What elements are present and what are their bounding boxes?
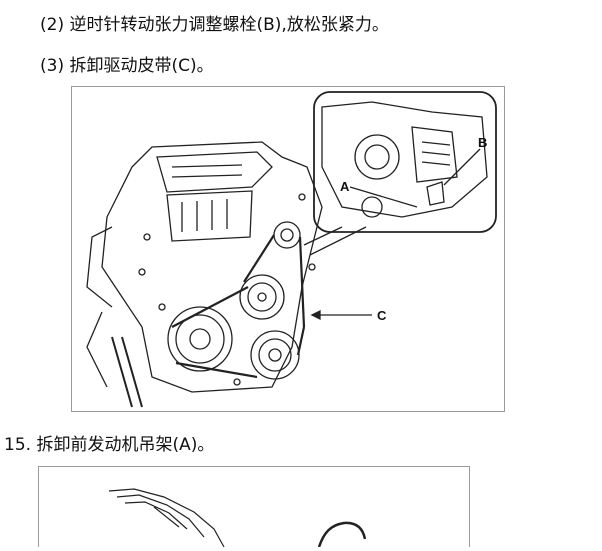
step-2-text: (2) 逆时针转动张力调整螺栓(B),放松张紧力。	[40, 15, 389, 35]
engine-hanger-drawing	[108, 488, 367, 548]
step-15-text: 15. 拆卸前发动机吊架(A)。	[4, 435, 215, 455]
label-b: B	[478, 135, 487, 150]
label-a: A	[340, 179, 350, 194]
engine-belt-figure: A B C	[71, 86, 505, 412]
engine-hanger-figure	[38, 466, 470, 548]
label-c: C	[377, 308, 387, 323]
step-3-text: (3) 拆卸驱动皮带(C)。	[40, 56, 214, 76]
engine-belt-drawing: A B C	[86, 91, 497, 408]
